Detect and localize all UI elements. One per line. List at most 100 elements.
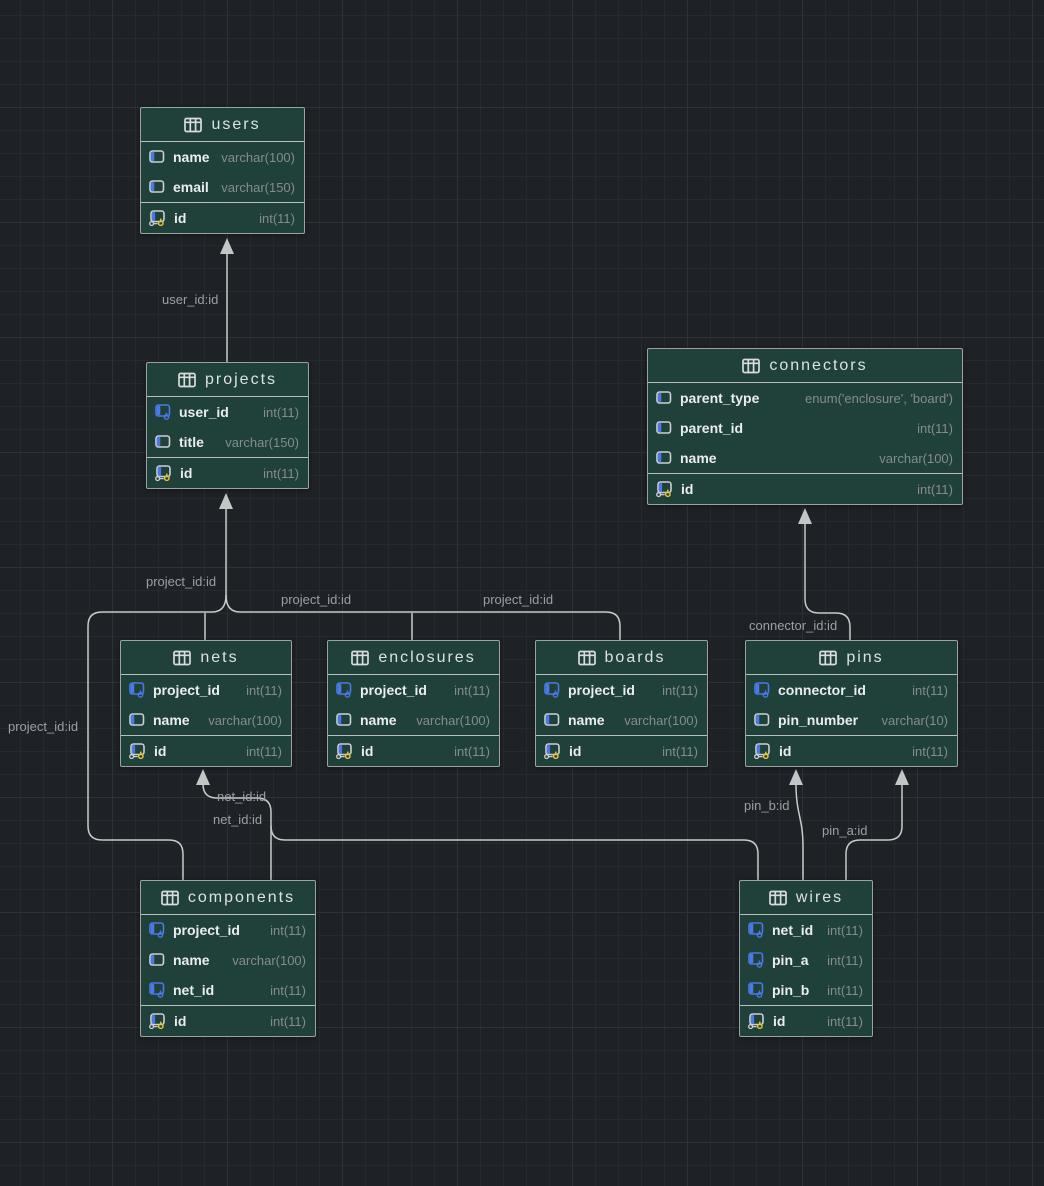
table-title: pins bbox=[846, 648, 884, 666]
column-name: user_id bbox=[179, 404, 229, 420]
column-name: project_id bbox=[173, 922, 240, 938]
relationship-line-pins-connectors[interactable] bbox=[804, 523, 851, 640]
column-row[interactable]: pin_number varchar(10) bbox=[746, 705, 957, 735]
column-row[interactable]: id int(11) bbox=[328, 735, 499, 766]
arrowhead-to-projects bbox=[219, 493, 233, 509]
column-name: name bbox=[153, 712, 190, 728]
table-header[interactable]: components bbox=[141, 881, 315, 915]
column-row[interactable]: id int(11) bbox=[740, 1005, 872, 1036]
column-type: int(11) bbox=[827, 1013, 863, 1029]
column-row[interactable]: project_id int(11) bbox=[121, 675, 291, 705]
column-row[interactable]: user_id int(11) bbox=[147, 397, 308, 427]
column-row[interactable]: name varchar(100) bbox=[328, 705, 499, 735]
column-row[interactable]: project_id int(11) bbox=[536, 675, 707, 705]
column-row[interactable]: pin_b int(11) bbox=[740, 975, 872, 1005]
table-components[interactable]: components project_id int(11) name varch… bbox=[140, 880, 316, 1037]
primary-key-icon bbox=[149, 210, 165, 226]
column-type: int(11) bbox=[827, 922, 863, 938]
table-wires[interactable]: wires net_id int(11) pin_a int(11) pin_b… bbox=[739, 880, 873, 1037]
column-name: pin_number bbox=[778, 712, 859, 728]
table-header[interactable]: boards bbox=[536, 641, 707, 675]
table-header[interactable]: pins bbox=[746, 641, 957, 675]
column-name: name bbox=[680, 450, 717, 466]
column-row[interactable]: project_id int(11) bbox=[141, 915, 315, 945]
column-type: int(11) bbox=[917, 420, 953, 436]
relationship-line-wires-pinb[interactable] bbox=[795, 783, 804, 880]
column-row[interactable]: id int(11) bbox=[141, 202, 304, 233]
column-row[interactable]: name varchar(100) bbox=[648, 443, 962, 473]
column-icon bbox=[155, 435, 171, 448]
column-row[interactable]: net_id int(11) bbox=[740, 915, 872, 945]
column-name: name bbox=[173, 952, 210, 968]
table-title: users bbox=[211, 115, 261, 133]
column-name: name bbox=[360, 712, 397, 728]
table-header[interactable]: users bbox=[141, 108, 304, 142]
column-name: name bbox=[173, 149, 210, 165]
column-icon bbox=[149, 150, 165, 163]
column-row[interactable]: id int(11) bbox=[648, 473, 962, 504]
column-icon bbox=[656, 391, 672, 404]
relationship-line-components-nets[interactable] bbox=[202, 783, 272, 880]
column-type: enum('enclosure', 'board') bbox=[805, 390, 953, 406]
table-header[interactable]: nets bbox=[121, 641, 291, 675]
table-projects[interactable]: projects user_id int(11) title varchar(1… bbox=[146, 362, 309, 489]
column-type: int(11) bbox=[662, 682, 698, 698]
column-row[interactable]: connector_id int(11) bbox=[746, 675, 957, 705]
column-row[interactable]: parent_id int(11) bbox=[648, 413, 962, 443]
column-row[interactable]: name varchar(100) bbox=[141, 142, 304, 172]
column-row[interactable]: id int(11) bbox=[141, 1005, 315, 1036]
column-type: int(11) bbox=[246, 682, 282, 698]
column-type: int(11) bbox=[454, 682, 490, 698]
column-row[interactable]: id int(11) bbox=[536, 735, 707, 766]
column-name: net_id bbox=[173, 982, 215, 998]
column-name: id bbox=[773, 1013, 786, 1029]
relationship-line-wires-pina[interactable] bbox=[845, 784, 903, 880]
column-row[interactable]: title varchar(150) bbox=[147, 427, 308, 457]
table-title: boards bbox=[604, 648, 666, 666]
column-type: int(11) bbox=[259, 210, 295, 226]
table-header[interactable]: projects bbox=[147, 363, 308, 397]
column-type: int(11) bbox=[662, 743, 698, 759]
table-pins[interactable]: pins connector_id int(11) pin_number var… bbox=[745, 640, 958, 767]
column-row[interactable]: name varchar(100) bbox=[536, 705, 707, 735]
column-row[interactable]: name varchar(100) bbox=[121, 705, 291, 735]
relationship-label: project_id:id bbox=[483, 592, 554, 607]
table-header[interactable]: connectors bbox=[648, 349, 962, 383]
column-type: int(11) bbox=[827, 952, 863, 968]
relationship-line-nets-projects[interactable] bbox=[87, 509, 227, 880]
relationship-label: net_id:id bbox=[217, 789, 267, 804]
column-row[interactable]: parent_type enum('enclosure', 'board') bbox=[648, 383, 962, 413]
relationship-line-wires-nets[interactable] bbox=[270, 825, 759, 880]
table-enclosures[interactable]: enclosures project_id int(11) name varch… bbox=[327, 640, 500, 767]
column-row[interactable]: id int(11) bbox=[121, 735, 291, 766]
table-header[interactable]: enclosures bbox=[328, 641, 499, 675]
column-row[interactable]: id int(11) bbox=[746, 735, 957, 766]
table-header[interactable]: wires bbox=[740, 881, 872, 915]
table-connectors[interactable]: connectors parent_type enum('enclosure',… bbox=[647, 348, 963, 505]
foreign-key-icon bbox=[748, 952, 764, 968]
column-type: varchar(150) bbox=[225, 434, 299, 450]
column-row[interactable]: id int(11) bbox=[147, 457, 308, 488]
table-title: connectors bbox=[769, 356, 868, 374]
table-icon bbox=[178, 372, 196, 387]
table-boards[interactable]: boards project_id int(11) name varchar(1… bbox=[535, 640, 708, 767]
primary-key-icon bbox=[748, 1013, 764, 1029]
table-title: enclosures bbox=[378, 648, 476, 666]
table-users[interactable]: users name varchar(100) email varchar(15… bbox=[140, 107, 305, 234]
column-row[interactable]: project_id int(11) bbox=[328, 675, 499, 705]
column-row[interactable]: pin_a int(11) bbox=[740, 945, 872, 975]
primary-key-icon bbox=[129, 743, 145, 759]
table-nets[interactable]: nets project_id int(11) name varchar(100… bbox=[120, 640, 292, 767]
column-name: id bbox=[779, 743, 792, 759]
column-row[interactable]: net_id int(11) bbox=[141, 975, 315, 1005]
column-name: project_id bbox=[153, 682, 220, 698]
column-name: name bbox=[568, 712, 605, 728]
column-name: id bbox=[681, 481, 694, 497]
column-row[interactable]: name varchar(100) bbox=[141, 945, 315, 975]
relationship-line-bus-right[interactable] bbox=[225, 594, 621, 640]
column-type: int(11) bbox=[454, 743, 490, 759]
column-row[interactable]: email varchar(150) bbox=[141, 172, 304, 202]
column-type: int(11) bbox=[912, 682, 948, 698]
column-name: id bbox=[174, 210, 187, 226]
